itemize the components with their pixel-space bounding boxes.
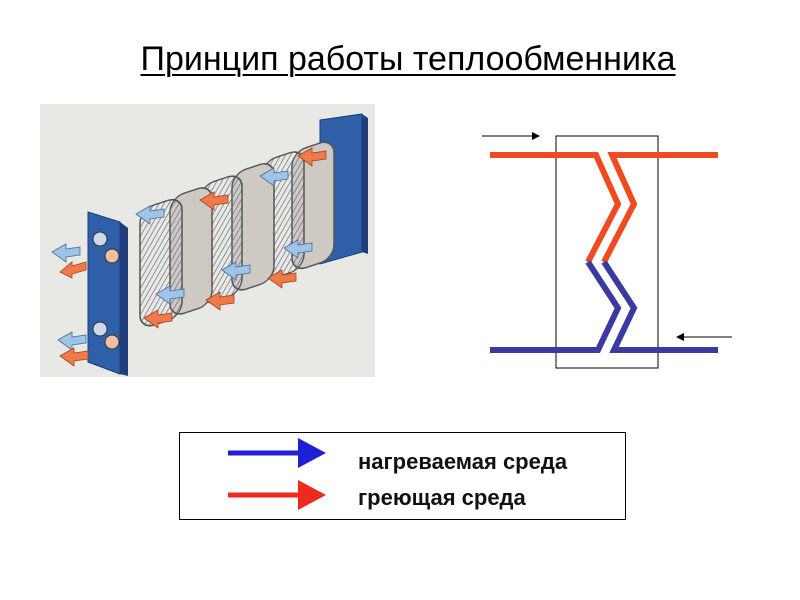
legend-label-heating-medium: греющая среда bbox=[358, 485, 526, 510]
exchanger-outline bbox=[555, 135, 659, 369]
plate-stack-drawing bbox=[51, 113, 368, 376]
front-end-plate bbox=[87, 211, 128, 376]
cold-flow-path bbox=[490, 260, 718, 353]
legend-swatches bbox=[228, 438, 326, 510]
legend: нагреваемая среда греющая среда bbox=[179, 432, 626, 520]
cold-inlet-arrow bbox=[676, 333, 732, 341]
flow-arrows bbox=[51, 147, 327, 367]
legend-arrow-heated bbox=[228, 438, 326, 468]
legend-arrow-heating bbox=[228, 480, 326, 510]
page-title: Принцип работы теплообменника bbox=[140, 40, 676, 78]
counterflow-schematic bbox=[470, 120, 740, 380]
schematic-drawing bbox=[482, 132, 732, 369]
plate-heat-exchanger-illustration bbox=[40, 104, 375, 377]
hot-inlet-arrow bbox=[482, 132, 540, 140]
hot-flow-path bbox=[490, 152, 718, 264]
legend-label-heated-medium: нагреваемая среда bbox=[358, 449, 568, 474]
